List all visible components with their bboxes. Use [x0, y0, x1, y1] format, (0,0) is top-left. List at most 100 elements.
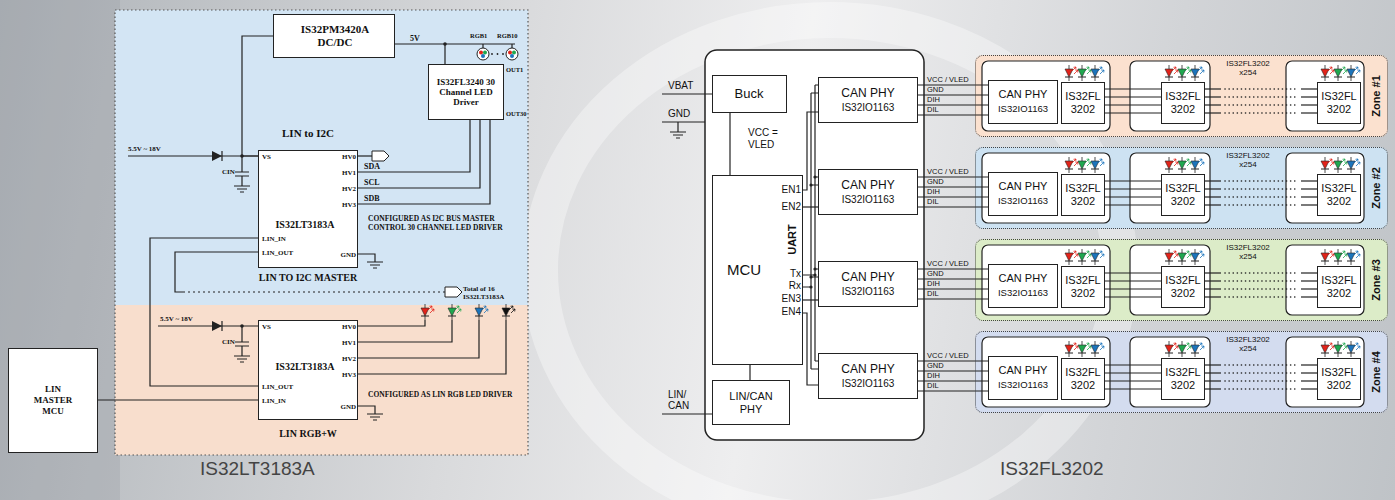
connector	[750, 365, 751, 380]
drawing-part	[809, 285, 812, 288]
ic-box: IS32LT3183AVSHV0HV1HV2HV3LIN_INLIN_OUTGN…	[258, 150, 358, 268]
drawing-part	[481, 54, 485, 58]
connector-line	[803, 299, 818, 300]
connector	[918, 361, 988, 391]
connector-line	[1105, 96, 1161, 97]
pin-label: EN2	[761, 201, 801, 213]
drawing-part	[508, 51, 512, 55]
part-name: LIN MASTER MCU	[28, 384, 78, 417]
connector-line	[1301, 112, 1317, 113]
part-name: IS32FL 3202	[1319, 274, 1359, 300]
part-name: IS32FL 3202	[1063, 90, 1103, 116]
voltage-label: 5.5V ~ 18V	[160, 315, 193, 323]
connector-line	[98, 399, 258, 400]
zone-label: Zone #2	[1369, 163, 1383, 213]
chip-name: IS32LT3183A	[259, 219, 351, 231]
drawing-part	[982, 245, 1110, 315]
part-count: IS32FL3202	[1212, 243, 1284, 252]
connector-line	[729, 113, 730, 175]
left-panel	[115, 10, 528, 455]
connector	[1205, 89, 1317, 113]
part-name: LIN/CAN PHY	[726, 390, 776, 416]
drawing-part	[358, 320, 506, 374]
led-driver-box: IS32FL 3202	[1317, 358, 1361, 400]
signal-label: GND	[927, 270, 944, 278]
drawing-part	[1065, 65, 1104, 81]
part-name: CAN PHY	[819, 270, 917, 284]
signal-label: DIL	[927, 382, 939, 390]
part-count: IS32FL3202	[1212, 59, 1284, 68]
pin-label: HV0	[311, 153, 356, 161]
drawing-part	[1130, 337, 1210, 407]
pin-label: LIN_OUT	[262, 383, 307, 391]
connector-line	[1105, 288, 1161, 289]
connector-line	[1205, 364, 1221, 365]
drawing-part	[1065, 341, 1104, 357]
part-count: x254	[1212, 68, 1284, 77]
drawing-part	[477, 48, 489, 60]
connector	[358, 120, 480, 188]
drawing-part	[1321, 65, 1360, 81]
pin-label: LIN_IN	[262, 235, 307, 243]
signal-label: DIH	[927, 188, 940, 196]
connector-line	[1225, 364, 1297, 366]
part-name: IS32FL 3202	[1319, 366, 1359, 392]
connector-line	[1225, 372, 1297, 374]
connector-line	[1205, 372, 1221, 373]
drawing-part	[502, 53, 504, 55]
phy-box: CAN PHYIS32IO1163	[818, 77, 918, 123]
led-driver-box: IS32FL 3202	[1161, 82, 1205, 124]
connector	[803, 313, 818, 385]
connector-line	[358, 120, 490, 204]
signal-label: DIL	[927, 106, 939, 114]
pin-label: LIN_IN	[262, 397, 307, 405]
section-heading: LIN TO I2C MASTER	[233, 272, 383, 284]
pin-label: GND	[311, 251, 356, 259]
signal-label: GND	[668, 108, 690, 120]
drawing-part	[448, 304, 461, 320]
phy-box: CAN PHYIS32IO1163	[818, 261, 918, 307]
connector-line	[1301, 272, 1317, 273]
part-name: CAN PHY	[819, 86, 917, 100]
part-number: IS32IO1163	[989, 195, 1057, 207]
drawing-part	[212, 151, 222, 161]
connector-line	[1301, 288, 1317, 289]
led-driver-box: IS32FL 3202	[1061, 174, 1105, 216]
connector-line	[1225, 180, 1297, 182]
part-number: IS32IO1163	[819, 194, 917, 206]
drawing-part	[982, 337, 1110, 407]
connector-line	[1225, 104, 1297, 106]
drawing-part	[975, 147, 1388, 229]
connector-line	[1105, 380, 1161, 381]
connector-line	[358, 120, 480, 188]
connector-line	[1105, 188, 1161, 189]
part-count: x254	[1212, 344, 1284, 353]
connector-line	[918, 390, 988, 391]
drawing-part	[1321, 341, 1360, 357]
drawing-part	[1065, 249, 1104, 265]
connector-line	[1225, 112, 1297, 114]
part-name: IS32FL 3202	[1163, 366, 1203, 392]
connector	[730, 113, 731, 175]
connector-line	[1301, 180, 1317, 181]
connector-line	[1225, 288, 1297, 290]
component-label: CIN	[222, 338, 235, 346]
pin-label: EN4	[761, 306, 801, 318]
led-driver-box: IS32FL 3202	[1317, 174, 1361, 216]
connector-line	[803, 206, 818, 207]
connector	[803, 112, 818, 190]
drawing-part	[662, 93, 712, 94]
zone-region: Zone #1CAN PHYIS32IO1163IS32FL 3202IS32F…	[975, 55, 1388, 137]
drawing-part	[1286, 153, 1364, 223]
connector-line	[803, 313, 818, 385]
phy-box: CAN PHYIS32IO1163	[818, 353, 918, 399]
drawing-part	[982, 153, 1110, 223]
zone-region: Zone #4CAN PHYIS32IO1163IS32FL 3202IS32F…	[975, 331, 1388, 413]
wire	[662, 85, 818, 414]
led-driver-box: IS32FL 3202	[1061, 82, 1105, 124]
drawing-part	[975, 55, 1388, 137]
pin-label: Tx	[761, 268, 801, 280]
